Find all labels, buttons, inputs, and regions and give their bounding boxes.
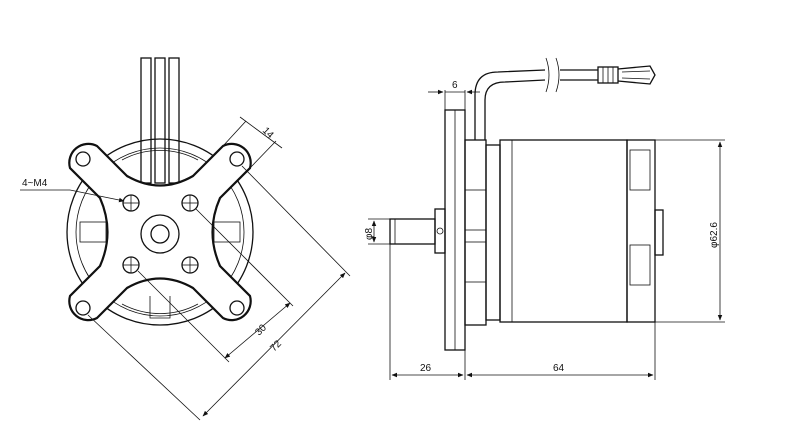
screw — [181, 194, 199, 212]
front-view — [66, 57, 254, 326]
side-dimensions: 6 φ8 φ62.6 26 64 — [364, 80, 725, 380]
label-motor-diameter: φ62.6 — [709, 222, 720, 248]
label-holes: 4~M4 — [22, 178, 48, 189]
screw — [122, 256, 140, 274]
label-shaft-diameter: φ8 — [364, 228, 375, 240]
cross-mount-plate — [68, 142, 252, 322]
motor-can — [499, 139, 628, 323]
lead-cable — [474, 57, 656, 140]
motor-wires — [140, 57, 180, 184]
label-hole-spacing: 30 — [253, 322, 269, 338]
screw — [181, 256, 199, 274]
mount-hole — [229, 151, 245, 167]
label-body-length: 64 — [553, 363, 565, 374]
mount-hole — [75, 300, 91, 316]
label-shaft-length: 26 — [420, 363, 432, 374]
side-view — [389, 57, 664, 351]
label-mount-span: 72 — [268, 338, 284, 354]
motor-body-outline — [66, 138, 254, 326]
center-hub — [140, 214, 180, 254]
output-shaft — [389, 218, 436, 245]
screw — [122, 194, 140, 212]
mount-hole — [75, 151, 91, 167]
center-bore — [150, 224, 170, 244]
label-flange-thickness: 6 — [452, 80, 458, 91]
label-arm-width: 14 — [260, 125, 276, 141]
